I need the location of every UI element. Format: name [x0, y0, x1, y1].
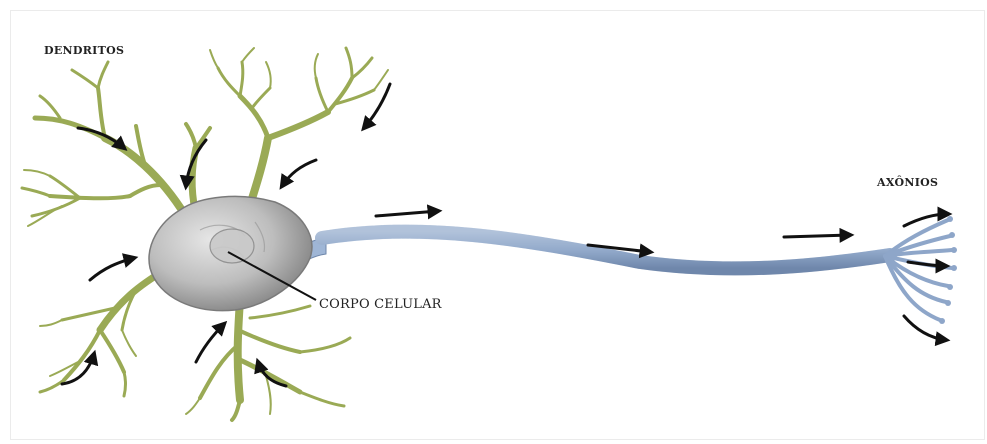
axons-label: AXÔNIOS	[877, 176, 938, 189]
arrow-icon	[908, 262, 946, 266]
dendrite-lower-left	[40, 270, 165, 396]
axon-terminals	[885, 220, 952, 320]
arrow-icon	[282, 160, 316, 186]
arrow-icon	[196, 324, 224, 362]
dendrite-lower-middle	[186, 300, 350, 420]
arrow-icon	[784, 235, 850, 237]
dendrite-upper-right	[210, 48, 388, 205]
dendrites-label: DENDRITOS	[44, 44, 124, 57]
axon-terminal-knobs	[939, 216, 957, 324]
arrow-icon	[364, 84, 390, 128]
nucleus	[210, 229, 254, 263]
arrow-icon	[376, 211, 438, 216]
dendrite-upper-left	[22, 62, 185, 226]
arrow-icon	[90, 258, 134, 280]
cell-body-label: CORPO CELULAR	[319, 297, 442, 312]
